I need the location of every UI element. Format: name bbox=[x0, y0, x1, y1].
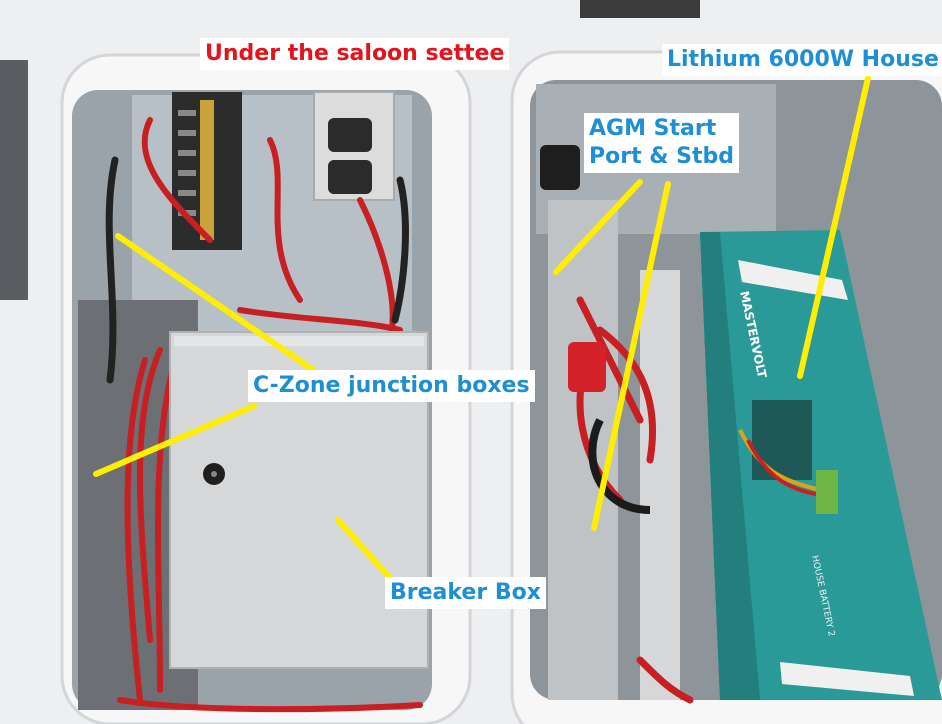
lithium-battery-body bbox=[700, 230, 942, 700]
agm-battery-strip bbox=[640, 270, 680, 700]
black-cable-right bbox=[588, 418, 651, 514]
battery-wiring bbox=[738, 429, 827, 498]
pointer-czone-upper bbox=[115, 233, 319, 375]
agm-battery-grey bbox=[548, 200, 618, 700]
battery-terminal-panel bbox=[752, 400, 812, 480]
breaker-switch-1 bbox=[328, 118, 372, 152]
pointer-agm-right bbox=[591, 181, 671, 531]
czone-annotation: C-Zone junction boxes bbox=[248, 370, 535, 402]
breaker-annotation: Breaker Box bbox=[385, 577, 546, 609]
red-cables-left bbox=[117, 117, 423, 713]
breaker-box-lid-shade bbox=[174, 336, 424, 346]
agm-annotation-line1: AGM Start bbox=[589, 116, 717, 141]
busbar-strip bbox=[200, 100, 214, 240]
pointer-lithium bbox=[797, 75, 871, 379]
lithium-annotation: Lithium 6000W House bbox=[662, 44, 942, 76]
title-annotation: Under the saloon settee bbox=[200, 38, 510, 70]
dark-top-edge bbox=[580, 0, 700, 18]
battery-green-connector bbox=[816, 470, 838, 514]
pointer-lines bbox=[93, 75, 871, 581]
pointer-agm-left bbox=[553, 179, 643, 275]
lithium-battery-side bbox=[700, 232, 760, 700]
breaker-switch-2 bbox=[328, 160, 372, 194]
black-cables-left bbox=[105, 156, 409, 384]
left-dark-edge bbox=[0, 60, 28, 300]
agm-annotation-line2: Port & Stbd bbox=[589, 144, 734, 169]
battery-strap-bottom bbox=[780, 662, 914, 696]
pointer-czone-lower bbox=[93, 403, 257, 477]
agm-black-clamp bbox=[540, 145, 580, 190]
breaker-box-lock-center bbox=[211, 471, 217, 477]
agm-annotation: AGM Start Port & Stbd bbox=[584, 113, 739, 173]
red-terminal-cover bbox=[568, 342, 606, 392]
pointer-breaker bbox=[335, 517, 393, 581]
